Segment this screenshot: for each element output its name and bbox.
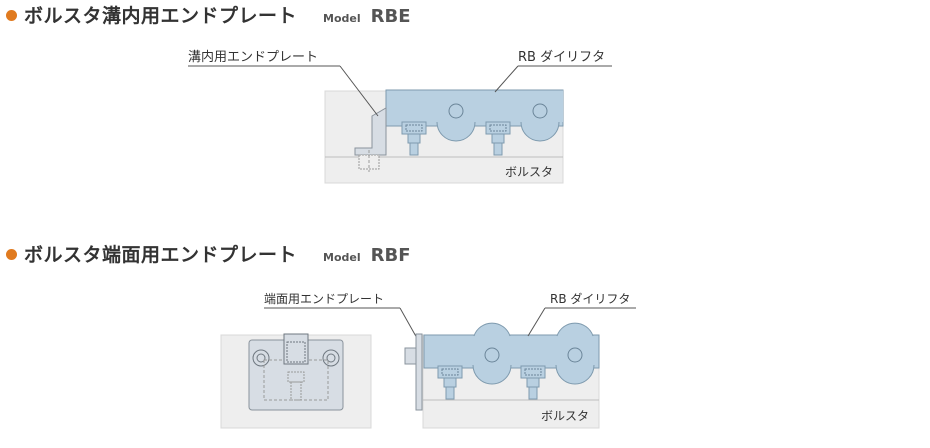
center-spring-coil <box>286 341 306 363</box>
dielift-wheel-bottom <box>436 121 476 142</box>
bolt-shaft <box>409 142 419 156</box>
bolt-shaft <box>493 142 503 156</box>
spring-coil <box>524 368 542 376</box>
callout-leader <box>339 65 379 117</box>
dielift-body-cover <box>386 90 563 122</box>
dielift-wheel-hole <box>532 103 548 119</box>
model-label: Model <box>323 12 361 25</box>
section-heading-rbf: ボルスタ端面用エンドプレート Model RBF <box>6 240 411 267</box>
dielift-wheel-top <box>556 322 594 337</box>
model-code: RBE <box>370 6 411 27</box>
bolt-hole-inner <box>326 353 336 363</box>
bolt-head <box>491 133 505 144</box>
bolster-label: ボルスタ <box>541 409 589 423</box>
dielift-wheel-hole <box>567 347 583 363</box>
bolt-head <box>407 133 421 144</box>
section-title: ボルスタ溝内用エンドプレート <box>24 5 298 27</box>
face-end-plate <box>415 333 423 411</box>
callout-leader <box>399 307 419 341</box>
dielift-wheel-bottom <box>555 364 595 385</box>
section-title: ボルスタ端面用エンドプレート <box>24 244 298 266</box>
callout-die-lifter-label: RB ダイリフタ <box>518 50 605 65</box>
model-code: RBF <box>370 245 411 266</box>
section-heading-rbe: ボルスタ溝内用エンドプレート Model RBE <box>6 1 411 28</box>
dielift-wheel-bottom <box>520 121 560 142</box>
spring-coil <box>489 124 507 132</box>
groove-end-plate <box>354 107 387 156</box>
bolt-shaft <box>445 386 455 400</box>
bolt-head <box>526 377 540 388</box>
bolt-shaft <box>528 386 538 400</box>
dielift-body <box>423 334 600 369</box>
callout-end-plate-label: 溝内用エンドプレート <box>188 49 318 65</box>
bolt-hole-icon <box>252 349 270 367</box>
rbf-diagram: 端面用エンドプレート ボルスタ RB ダイリフタ <box>220 291 636 429</box>
model-label: Model <box>323 251 361 264</box>
rbe-diagram: ボルスタ 溝内用エンドプレート RB ダイリフ <box>188 49 612 184</box>
orange-bullet-icon <box>6 249 17 260</box>
dielift-wheel-hole <box>448 103 464 119</box>
bolt-head <box>443 377 457 388</box>
bolt-hole-inner <box>256 353 266 363</box>
callout-leader <box>527 307 546 337</box>
callout-leader <box>494 65 519 93</box>
dielift-wheel-bottom <box>472 364 512 385</box>
bolster-label: ボルスタ <box>505 165 553 179</box>
callout-die-lifter-label: RB ダイリフタ <box>550 291 630 306</box>
bolt-hole-icon <box>322 349 340 367</box>
dielift-wheel-top <box>473 322 511 337</box>
center-spring <box>283 333 309 365</box>
face-end-plate-bolt <box>404 347 417 365</box>
orange-bullet-icon <box>6 10 17 21</box>
dielift-wheel-hole <box>484 347 500 363</box>
callout-end-plate-label: 端面用エンドプレート <box>264 292 384 306</box>
spring-coil <box>405 124 423 132</box>
spring-coil <box>441 368 459 376</box>
center-bolt <box>290 381 302 401</box>
